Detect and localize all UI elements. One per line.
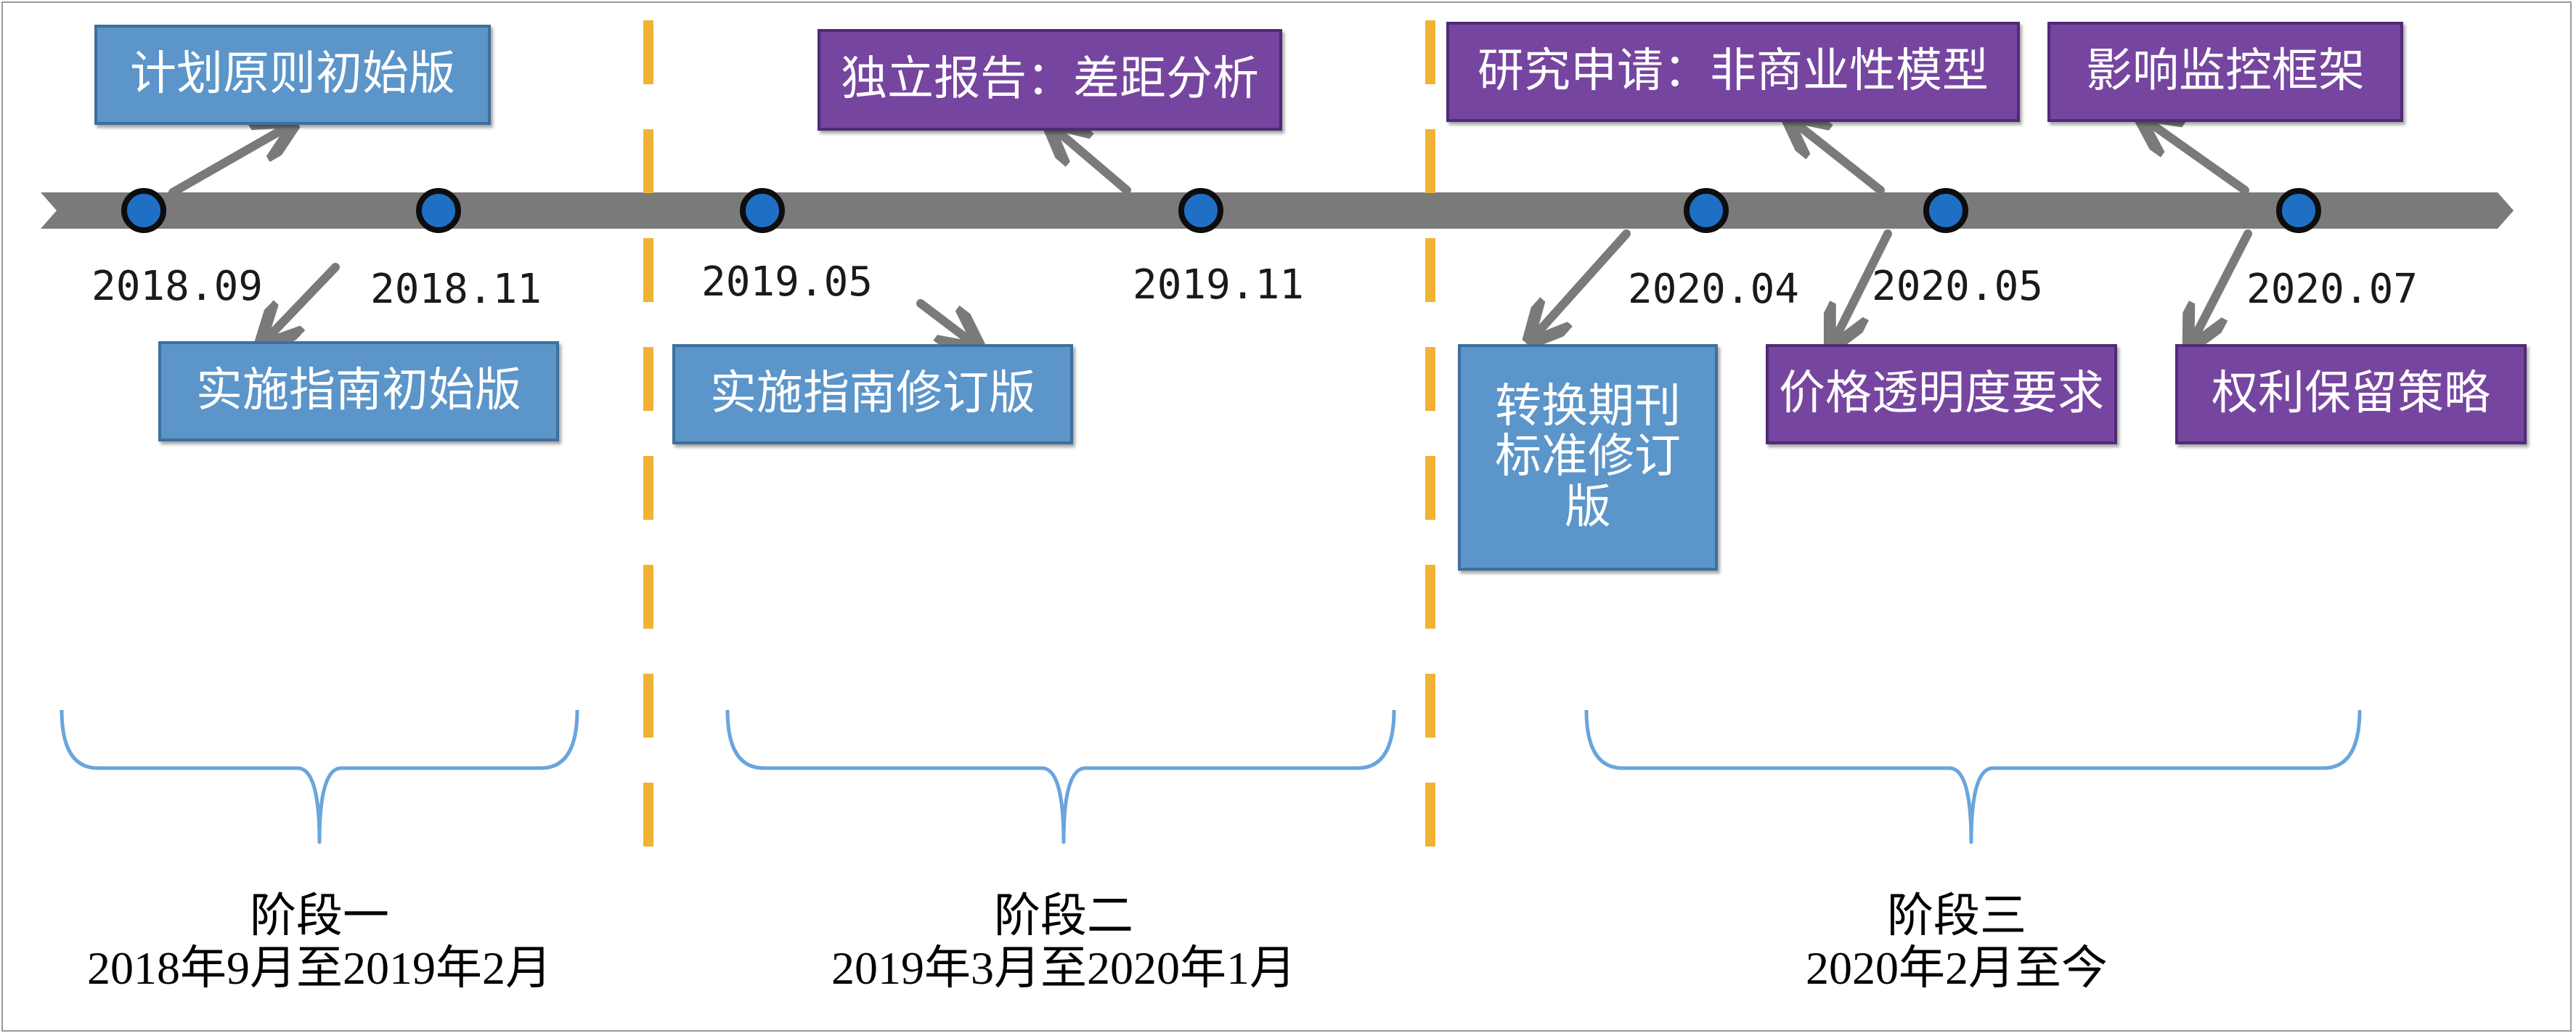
arrow-2020-07-up [2151, 123, 2249, 195]
milestone-dot-2018-11 [416, 188, 461, 233]
milestone-date: 2019.11 [1133, 261, 1305, 309]
phase-caption-3: 阶段三 2020年2月至今 [1594, 890, 2320, 995]
document-box: 转换期刊标准修订版 [1458, 344, 1718, 571]
document-box: 影响监控框架 [2047, 22, 2403, 122]
arrow-2019-11 [1059, 132, 1131, 195]
phase-brace-1 [60, 709, 579, 844]
milestone-dot-2020-05 [1923, 188, 1968, 233]
milestone-date: 2018.11 [370, 266, 542, 313]
milestone-date: 2019.05 [701, 258, 873, 306]
milestone-date: 2020.07 [2246, 266, 2418, 313]
phase-name: 阶段一 [250, 890, 389, 942]
phase-brace-2 [725, 709, 1396, 844]
milestone-dot-2018-09 [121, 188, 166, 233]
timeline-axis [41, 192, 2514, 229]
milestone-dot-2019-05 [740, 188, 785, 233]
phase-caption-2: 阶段二 2019年3月至2020年1月 [701, 890, 1427, 995]
arrow-2018-09 [168, 129, 283, 197]
arrow-2018-11 [270, 263, 340, 335]
milestone-dot-2020-04 [1684, 188, 1729, 233]
arrow-2020-07-down [2196, 229, 2252, 335]
milestone-date: 2020.04 [1628, 266, 1800, 313]
milestone-date: 2018.09 [91, 263, 264, 310]
document-box: 实施指南修订版 [672, 344, 1073, 444]
phase-name: 阶段三 [1887, 890, 2026, 942]
phase-brace-3 [1584, 709, 2362, 844]
arrow-2019-05 [916, 299, 969, 340]
phase-caption-1: 阶段一 2018年9月至2019年2月 [0, 890, 682, 995]
milestone-dot-2019-11 [1178, 188, 1223, 233]
document-box: 价格透明度要求 [1766, 344, 2117, 444]
document-box: 研究申请：非商业性模型 [1446, 22, 2020, 122]
document-box: 实施指南初始版 [158, 341, 559, 441]
phase-range: 2019年3月至2020年1月 [831, 942, 1296, 994]
document-box: 独立报告：差距分析 [818, 29, 1282, 131]
phase-range: 2018年9月至2019年2月 [87, 942, 552, 994]
arrow-2020-05-up [1798, 125, 1885, 195]
document-box: 计划原则初始版 [94, 25, 491, 125]
phase-range: 2020年2月至今 [1806, 942, 2108, 994]
milestone-date: 2020.05 [1872, 263, 2044, 310]
milestone-dot-2020-07 [2276, 188, 2321, 233]
arrow-2020-05-down [1837, 229, 1892, 335]
phase-name: 阶段二 [994, 890, 1133, 942]
arrow-2020-04 [1538, 229, 1631, 333]
document-box: 权利保留策略 [2175, 344, 2527, 444]
